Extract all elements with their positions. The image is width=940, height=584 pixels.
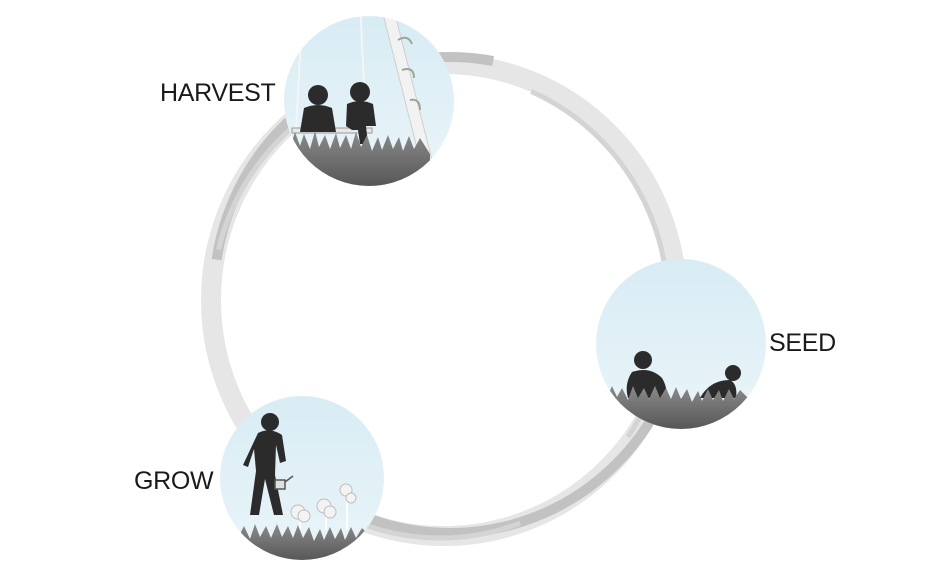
stage-node-harvest — [284, 16, 454, 186]
stage-label-seed: SEED — [769, 329, 836, 357]
stage-node-grow — [220, 396, 384, 560]
stage-label-grow: GROW — [134, 467, 214, 495]
stage-node-seed — [596, 259, 766, 429]
stage-label-harvest: HARVEST — [160, 79, 276, 107]
